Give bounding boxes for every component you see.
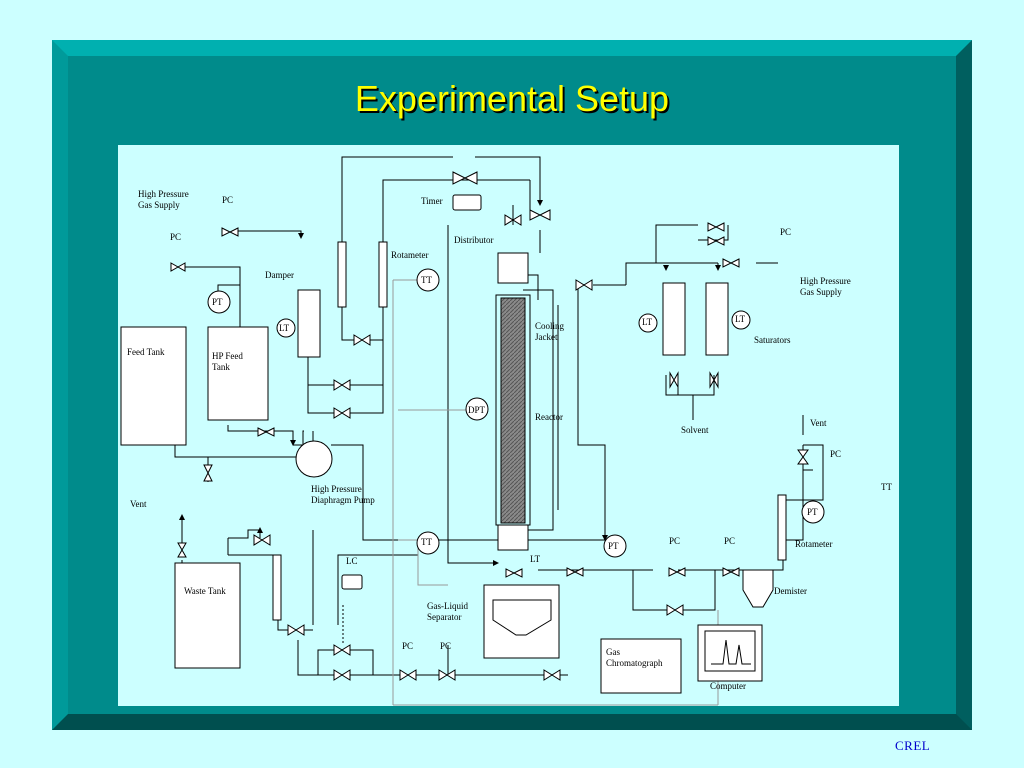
label-gc-1: Gas <box>606 647 620 657</box>
label-pc-bottom-1: PC <box>402 641 413 651</box>
label-lt-separator: LT <box>530 554 541 564</box>
label-hp-gas-left-2: Gas Supply <box>138 200 180 210</box>
label-gc-2: Chromatograph <box>606 658 663 668</box>
label-timer: Timer <box>421 196 443 206</box>
label-hp-feed-tank-2: Tank <box>212 362 230 372</box>
label-tt-right: TT <box>881 482 892 492</box>
label-lt-sat-2: LT <box>735 314 746 324</box>
label-hp-gas-right-2: Gas Supply <box>800 287 842 297</box>
label-dpt: DPT <box>468 405 486 415</box>
label-rotameter-right: Rotameter <box>795 539 833 549</box>
label-solvent: Solvent <box>681 425 709 435</box>
label-hp-feed-tank-1: HP Feed <box>212 351 243 361</box>
label-tt-bottom: TT <box>421 537 432 547</box>
process-flow-diagram: High Pressure Gas Supply PC PC Timer Dis… <box>118 145 899 706</box>
label-demister: Demister <box>774 586 807 596</box>
label-pt-mid: PT <box>608 541 619 551</box>
label-hp-gas-left-1: High Pressure <box>138 189 189 199</box>
label-damper: Damper <box>265 270 294 280</box>
label-separator-2: Separator <box>427 612 461 622</box>
slide-title: Experimental Setup <box>354 78 670 119</box>
label-vent-left: Vent <box>130 499 147 509</box>
label-pc-left: PC <box>170 232 181 242</box>
label-cooling-jacket-2: Jacket <box>535 332 558 342</box>
label-pump-2: Diaphragm Pump <box>311 495 375 505</box>
label-tt-top: TT <box>421 275 432 285</box>
label-pc-top-left: PC <box>222 195 233 205</box>
label-pc-bottom-2: PC <box>440 641 451 651</box>
label-feed-tank: Feed Tank <box>127 347 165 357</box>
label-vent-right: Vent <box>810 418 827 428</box>
footer-brand: CREL <box>895 738 931 753</box>
label-pt-right: PT <box>807 507 818 517</box>
label-pc-sat: PC <box>780 227 791 237</box>
label-lt-sat-1: LT <box>642 317 653 327</box>
label-pump-1: High Pressure <box>311 484 362 494</box>
label-lt-damper: LT <box>279 323 290 333</box>
label-separator-1: Gas-Liquid <box>427 601 468 611</box>
label-reactor: Reactor <box>535 412 563 422</box>
label-distributor: Distributor <box>454 235 494 245</box>
label-pt-hp: PT <box>212 297 223 307</box>
label-pc-demister-1: PC <box>669 536 680 546</box>
label-saturators: Saturators <box>754 335 791 345</box>
label-pc-demister-2: PC <box>724 536 735 546</box>
label-rotameter-top: Rotameter <box>391 250 429 260</box>
label-waste-tank: Waste Tank <box>184 586 226 596</box>
label-computer: Computer <box>710 681 746 691</box>
label-lc: LC <box>346 556 358 566</box>
slide-frame-bevel <box>52 40 972 730</box>
label-cooling-jacket-1: Cooling <box>535 321 565 331</box>
label-pc-vent: PC <box>830 449 841 459</box>
label-hp-gas-right-1: High Pressure <box>800 276 851 286</box>
